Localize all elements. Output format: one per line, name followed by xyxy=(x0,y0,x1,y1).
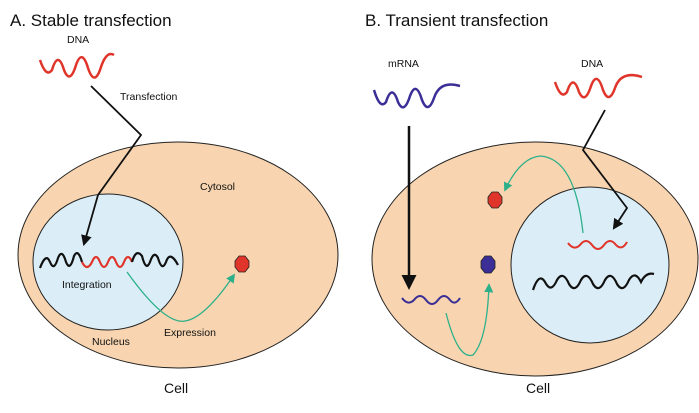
panel-b-title: B. Transient transfection xyxy=(365,11,548,30)
genome-right xyxy=(130,252,179,268)
dna-strand-b xyxy=(553,73,643,99)
cytosol-label: Cytosol xyxy=(200,181,235,193)
dna-label-b: DNA xyxy=(581,58,603,70)
integration-label: Integration xyxy=(62,279,112,291)
panel-a-title: A. Stable transfection xyxy=(10,11,172,30)
genome-b xyxy=(531,272,655,291)
panel-b: B. Transient transfection mRNA DNA Cell xyxy=(365,11,699,396)
transfection-label: Transfection xyxy=(120,91,178,103)
mrna-label: mRNA xyxy=(388,58,419,70)
nucleus-label: Nucleus xyxy=(92,336,130,348)
mrna-in-cytosol xyxy=(401,295,461,305)
nucleus-b xyxy=(510,186,670,344)
expression-arrow-dna xyxy=(503,155,584,234)
expression-arrow-mrna xyxy=(445,283,494,357)
cell-a-label: Cell xyxy=(164,380,188,396)
protein-red-a xyxy=(234,255,250,273)
expression-label: Expression xyxy=(164,327,216,339)
transfection-arrow xyxy=(81,85,143,247)
protein-blue-b xyxy=(480,255,496,274)
dna-strand xyxy=(38,52,115,79)
cell-b-label: Cell xyxy=(526,380,550,396)
dna-label: DNA xyxy=(67,34,89,46)
dna-transfection-arrow xyxy=(581,109,629,230)
panel-a: A. Stable transfection DNA Transfection … xyxy=(10,11,339,396)
genome-left xyxy=(38,251,84,269)
dna-in-nucleus xyxy=(567,240,628,250)
protein-red-b xyxy=(487,191,503,209)
integrated-dna xyxy=(81,255,134,269)
mrna-strand xyxy=(372,83,461,109)
expression-arrow xyxy=(126,271,236,322)
